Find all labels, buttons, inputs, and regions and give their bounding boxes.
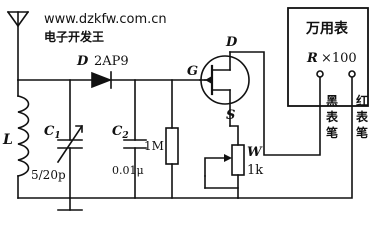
black-lead-char-2: 表 (325, 109, 339, 124)
ground-symbol (57, 197, 83, 211)
c1-capacitor (56, 79, 84, 199)
diode-part-label: 2AP9 (94, 54, 129, 69)
c1-value-label: 5/20p (31, 168, 66, 182)
fet-symbol (199, 51, 250, 111)
inductor-coil (17, 79, 30, 199)
fet-source-label: S (226, 108, 235, 123)
resistor-1m (165, 79, 179, 199)
c2-ref-label: C2 (112, 124, 129, 141)
antenna (6, 10, 30, 81)
watermark-url: www.dzkfw.com.cn (44, 12, 167, 27)
red-lead-char-3: 笔 (356, 125, 368, 140)
potentiometer (204, 144, 245, 199)
resistor-value-label: 1M (144, 139, 164, 153)
meter-box (287, 7, 369, 107)
c2-value-label: 0.01μ (112, 164, 144, 177)
red-lead-char-1: 红 (356, 93, 368, 108)
meter-range-prefix: R (306, 51, 318, 66)
fet-gate-label: G (187, 64, 198, 79)
inductor-ref-label: L (2, 132, 13, 148)
c1-ref-label: C1 (44, 124, 61, 141)
fet-drain-label: D (225, 35, 238, 50)
meter-red-terminal (348, 70, 356, 78)
meter-black-terminal (316, 70, 324, 78)
pot-ref-label: W (247, 145, 263, 160)
diode-ref-label: D (76, 54, 89, 69)
black-lead-char-3: 笔 (326, 125, 338, 140)
watermark-site-name: 电子开发王 (44, 29, 104, 44)
red-lead-wire (237, 75, 353, 199)
drain-wire (229, 51, 321, 156)
c2-capacitor (123, 79, 147, 199)
black-lead-char-1: 黑 (326, 94, 338, 108)
meter-title: 万用表 (305, 20, 349, 37)
red-lead-char-2: 表 (355, 109, 369, 124)
pot-value-label: 1k (247, 163, 263, 178)
diode-symbol (91, 71, 113, 89)
circuit-diagram: www.dzkfw.com.cn 电子开发王 D 2AP9 L C1 5/20p… (2, 7, 369, 211)
meter-range-mult: ×100 (321, 51, 357, 66)
source-feed (229, 125, 239, 146)
